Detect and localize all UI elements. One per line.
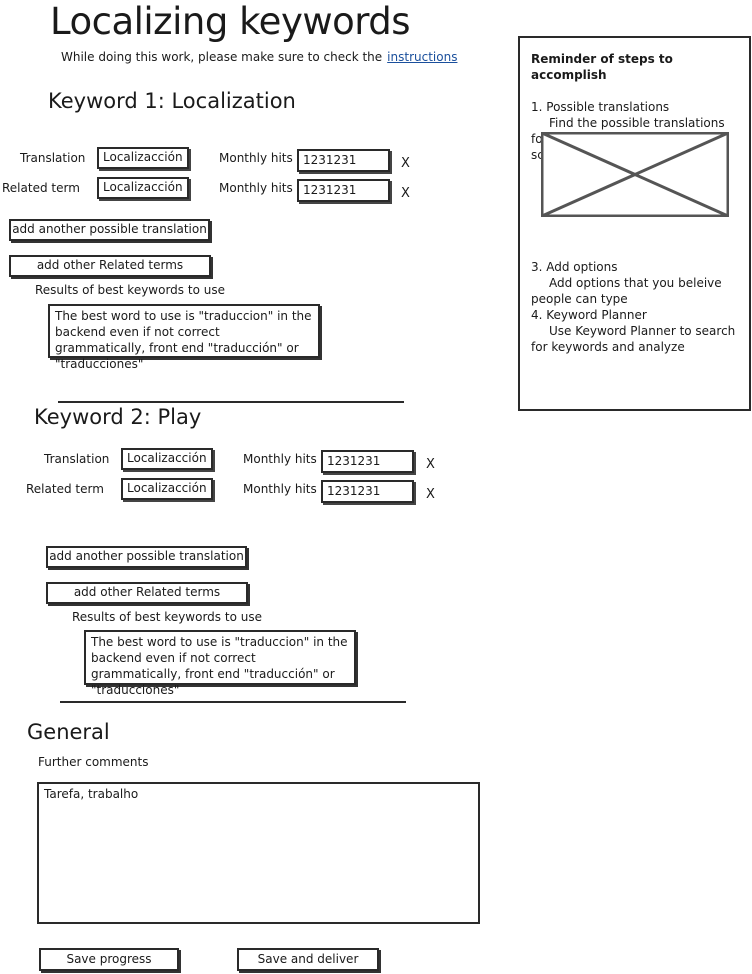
step1-title: 1. Possible translations (531, 100, 670, 114)
keyword1-results-box[interactable]: The best word to use is "traduccion" in … (48, 304, 320, 371)
keyword2-results-label: Results of best keywords to use (72, 610, 262, 624)
keyword2-related-label: Related term (26, 482, 104, 496)
keyword2-add-translation-button[interactable]: add another possible translation (46, 546, 247, 568)
keyword1-translation-hits-label: Monthly hits (219, 151, 293, 165)
section-divider (60, 701, 406, 703)
keyword1-related-hits-input[interactable]: 1231231 (297, 179, 390, 202)
keyword1-related-hits-label: Monthly hits (219, 181, 293, 195)
intro-text: While doing this work, please make sure … (61, 50, 457, 64)
page-title: Localizing keywords (50, 0, 411, 43)
keyword2-translation-hits-input[interactable]: 1231231 (321, 450, 414, 473)
section-divider (58, 401, 404, 403)
step4-title: 4. Keyword Planner (531, 308, 647, 322)
keyword1-results-label: Results of best keywords to use (35, 283, 225, 297)
keyword1-add-related-button[interactable]: add other Related terms (9, 255, 211, 277)
keyword2-related-hits-label: Monthly hits (243, 482, 317, 496)
keyword1-related-label: Related term (2, 181, 80, 195)
step4-text: Use Keyword Planner to search for keywor… (531, 324, 736, 354)
keyword2-results-box[interactable]: The best word to use is "traduccion" in … (84, 630, 356, 697)
keyword1-add-translation-button[interactable]: add another possible translation (9, 219, 210, 241)
reminder-panel: Reminder of steps to accomplish 1. Possi… (518, 36, 751, 411)
step3-text: Add options that you beleive people can … (531, 276, 722, 306)
save-and-deliver-button[interactable]: Save and deliver (237, 948, 379, 971)
keyword1-related-input[interactable]: Localizacción (97, 177, 189, 199)
intro-text-label: While doing this work, please make sure … (61, 50, 383, 64)
step3-title: 3. Add options (531, 260, 618, 274)
instructions-link[interactable]: instructions (387, 50, 458, 64)
keyword2-related-remove-button[interactable]: X (426, 487, 435, 502)
keyword2-translation-hits-label: Monthly hits (243, 452, 317, 466)
keyword2-related-hits-input[interactable]: 1231231 (321, 480, 414, 503)
keyword2-add-related-button[interactable]: add other Related terms (46, 582, 248, 604)
keyword2-translation-label: Translation (44, 452, 110, 466)
comments-textarea[interactable]: Tarefa, trabalho (37, 782, 480, 924)
keyword1-heading: Keyword 1: Localization (48, 89, 296, 113)
keyword2-heading: Keyword 2: Play (34, 405, 202, 429)
general-heading: General (27, 720, 110, 744)
keyword1-translation-hits-input[interactable]: 1231231 (297, 149, 390, 172)
keyword1-translation-label: Translation (20, 151, 86, 165)
keyword2-translation-remove-button[interactable]: X (426, 457, 435, 472)
image-placeholder-icon (541, 132, 729, 217)
keyword1-related-remove-button[interactable]: X (401, 186, 410, 201)
comments-label: Further comments (38, 755, 149, 769)
save-progress-button[interactable]: Save progress (39, 948, 179, 971)
keyword1-translation-remove-button[interactable]: X (401, 156, 410, 171)
reminder-title: Reminder of steps to accomplish (531, 52, 673, 82)
keyword1-translation-input[interactable]: Localizacción (97, 147, 189, 169)
keyword2-related-input[interactable]: Localizacción (121, 478, 213, 500)
keyword2-translation-input[interactable]: Localizacción (121, 448, 213, 470)
